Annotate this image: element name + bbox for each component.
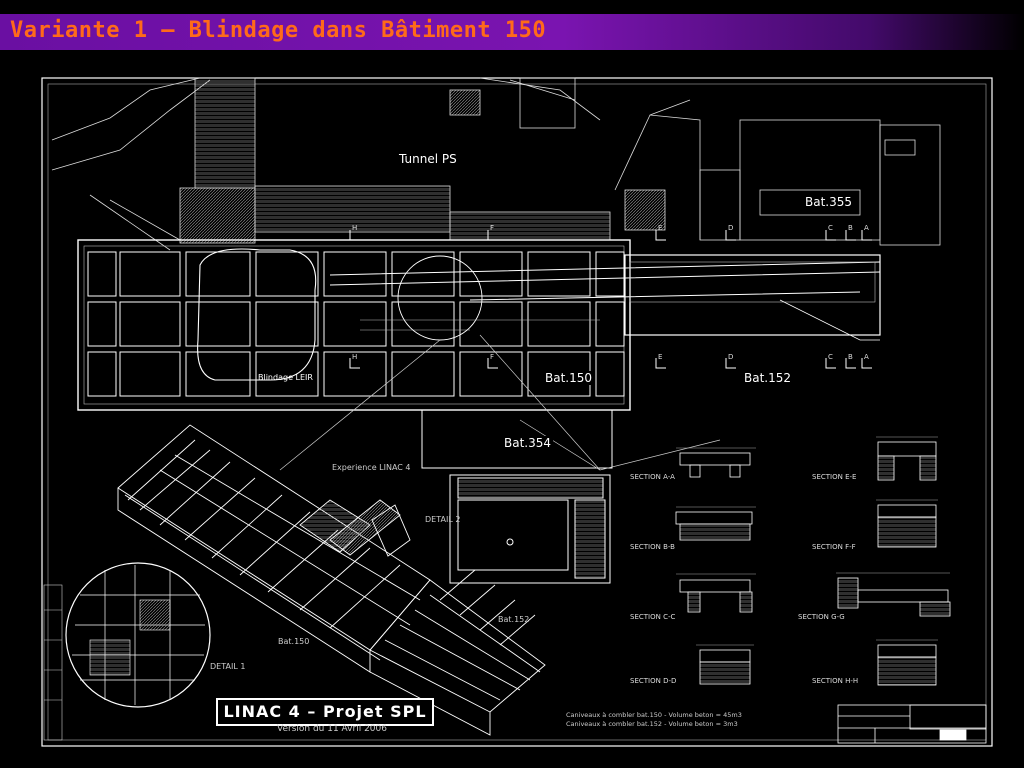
bat152-plan — [624, 254, 881, 341]
technical-drawing — [41, 77, 993, 747]
label-bat152: Bat.152 — [742, 371, 794, 385]
cut-marker-d-top: D — [728, 224, 734, 232]
label-section-cc: SECTION C-C — [630, 613, 676, 621]
label-section-ff: SECTION F-F — [812, 543, 856, 551]
detail1-circle — [65, 562, 211, 708]
project-title: LINAC 4 – Projet SPL — [216, 698, 434, 726]
label-bat354: Bat.354 — [502, 436, 554, 450]
cut-marker-h-top: H — [352, 224, 358, 232]
label-iso-bat150: Bat.150 — [278, 637, 310, 646]
cut-marker-f-bottom: F — [490, 353, 495, 361]
section-drawings — [675, 436, 951, 686]
cut-marker-f-top: F — [490, 224, 495, 232]
cut-marker-d-bottom: D — [728, 353, 734, 361]
label-section-bb: SECTION B-B — [630, 543, 675, 551]
isometric-view — [117, 424, 546, 736]
cut-marker-c-top: C — [828, 224, 833, 232]
label-iso-bat152: Bat.152 — [498, 615, 530, 624]
slide-title: Variante 1 – Blindage dans Bâtiment 150 — [10, 18, 547, 43]
cut-marker-a-top: A — [864, 224, 869, 232]
cut-marker-b-bottom: B — [848, 353, 853, 361]
label-detail1: DETAIL 1 — [210, 662, 246, 671]
cut-marker-b-top: B — [848, 224, 853, 232]
title-block — [837, 704, 987, 744]
label-experience-linac4: Experience LINAC 4 — [332, 463, 411, 472]
revision-strip — [43, 584, 63, 741]
cut-marker-e-bottom: E — [658, 353, 663, 361]
tunnel-ps-area — [51, 77, 611, 251]
cut-marker-e-top: E — [658, 224, 663, 232]
sheet-frame — [41, 77, 993, 747]
title-bar — [0, 14, 1024, 50]
note-line1: Caniveaux à combler bat.150 - Volume bet… — [566, 711, 742, 719]
label-bat150: Bat.150 — [543, 371, 595, 385]
note-line2: Caniveaux à combler bat.152 - Volume bet… — [566, 720, 738, 728]
bat355-buildings — [614, 99, 941, 246]
project-version: Version du 11 Avril 2006 — [277, 724, 387, 734]
cut-marker-c-bottom: C — [828, 353, 833, 361]
cut-marker-h-bottom: H — [352, 353, 358, 361]
leader-lines — [279, 334, 721, 471]
cut-marker-a-bottom: A — [864, 353, 869, 361]
label-detail2: DETAIL 2 — [425, 515, 461, 524]
label-section-ee: SECTION E-E — [812, 473, 857, 481]
cut-markers — [349, 230, 872, 369]
label-section-gg: SECTION G-G — [798, 613, 845, 621]
label-section-hh: SECTION H-H — [812, 677, 859, 685]
label-section-aa: SECTION A-A — [630, 473, 675, 481]
label-blindage-leir: Blindage LEIR — [258, 373, 313, 382]
label-bat355: Bat.355 — [803, 195, 855, 209]
bat354-plan — [421, 409, 613, 469]
label-section-dd: SECTION D-D — [630, 677, 677, 685]
detail2 — [449, 474, 611, 584]
label-tunnel-ps: Tunnel PS — [399, 152, 457, 166]
